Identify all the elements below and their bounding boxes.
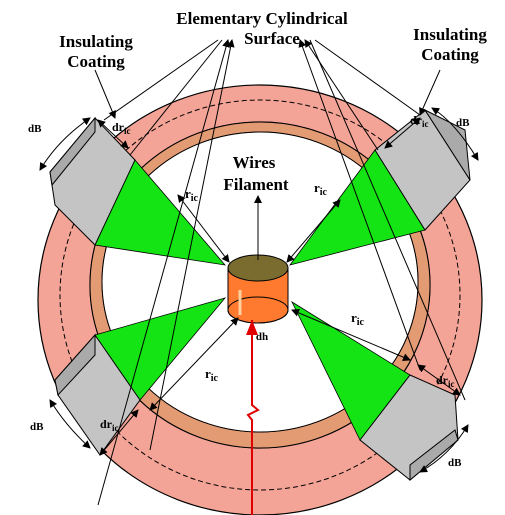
dr-main: dr	[100, 417, 113, 431]
pointer-coat-right	[419, 69, 441, 116]
r-main: r	[351, 310, 357, 325]
wires-line-1: Wires	[233, 153, 276, 172]
dr-arc-bottom-left	[99, 409, 139, 456]
dr-label-top-right: dric	[410, 113, 429, 129]
pointer-4	[103, 39, 219, 121]
current-lead-arrow	[246, 320, 258, 335]
r-arrow-bottom-left	[149, 317, 239, 411]
title-line-1: Elementary Cylindrical	[176, 9, 348, 28]
dr-main: dr	[436, 373, 449, 387]
dr-sub: ic	[124, 126, 131, 136]
db-arc-top-left	[39, 117, 91, 171]
current-lead	[246, 320, 260, 515]
r-sub: ic	[191, 193, 199, 204]
title-line-2: Surface	[244, 29, 300, 48]
r-arrow-bottom-right	[291, 309, 411, 361]
db-arc-top-right	[431, 107, 479, 161]
dr-arcs	[97, 117, 461, 456]
db-arcs	[39, 107, 479, 473]
dr-label-bottom-right: dric	[436, 373, 455, 389]
dr-arc-bottom-right	[417, 364, 461, 396]
block-bottom-left-face	[54, 333, 96, 397]
db-label-bottom-left: dB	[30, 421, 44, 433]
radius-arrows	[149, 194, 411, 411]
db-label-bottom-right: dB	[448, 457, 462, 469]
pointer-6	[304, 39, 379, 151]
db-arc-bottom-left	[49, 399, 91, 449]
pointer-8	[314, 39, 421, 116]
dr-arc-top-left	[97, 119, 129, 149]
wires-line-2: Filament	[223, 175, 288, 194]
dr-sub: ic	[422, 119, 429, 129]
dr-label-top-left: dric	[112, 120, 131, 136]
pointer-3	[129, 39, 223, 156]
filament-bottom	[227, 296, 289, 324]
r-arrow-top-left	[177, 194, 230, 263]
wire-filament	[227, 254, 289, 324]
dr-main: dr	[410, 113, 423, 127]
r-main: r	[205, 366, 211, 381]
r-label-top-left: ric	[185, 186, 199, 204]
r-sub: ic	[211, 373, 219, 384]
insulating-left-line-2: Coating	[67, 52, 125, 71]
insulating-left-line-1: Insulating	[59, 32, 133, 51]
r-main: r	[185, 186, 191, 201]
dr-sub: ic	[448, 379, 455, 389]
r-main: r	[314, 180, 320, 195]
dr-arc-top-right	[384, 117, 421, 149]
dashed-mid-circle	[59, 99, 461, 491]
pointer-5	[298, 39, 421, 371]
r-arrow-top-right	[286, 199, 341, 263]
pointer-7	[309, 39, 466, 401]
r-sub: ic	[320, 187, 328, 198]
dr-label-bottom-left: dric	[100, 417, 119, 433]
db-label-top-left: dB	[28, 123, 42, 135]
dr-main: dr	[112, 120, 125, 134]
r-label-bottom-left: ric	[205, 366, 219, 384]
r-label-top-right: ric	[314, 180, 328, 198]
pointer-2	[149, 39, 235, 451]
db-label-top-right: dB	[456, 117, 470, 129]
db-arc-bottom-right	[419, 424, 469, 473]
dh-label: dh	[256, 331, 268, 343]
r-label-bottom-right: ric	[351, 310, 365, 328]
insulating-right-line-2: Coating	[421, 45, 479, 64]
r-sub: ic	[357, 317, 365, 328]
pointer-coat-left	[94, 69, 116, 119]
insulating-right-line-1: Insulating	[413, 25, 487, 44]
dr-sub: ic	[112, 423, 119, 433]
